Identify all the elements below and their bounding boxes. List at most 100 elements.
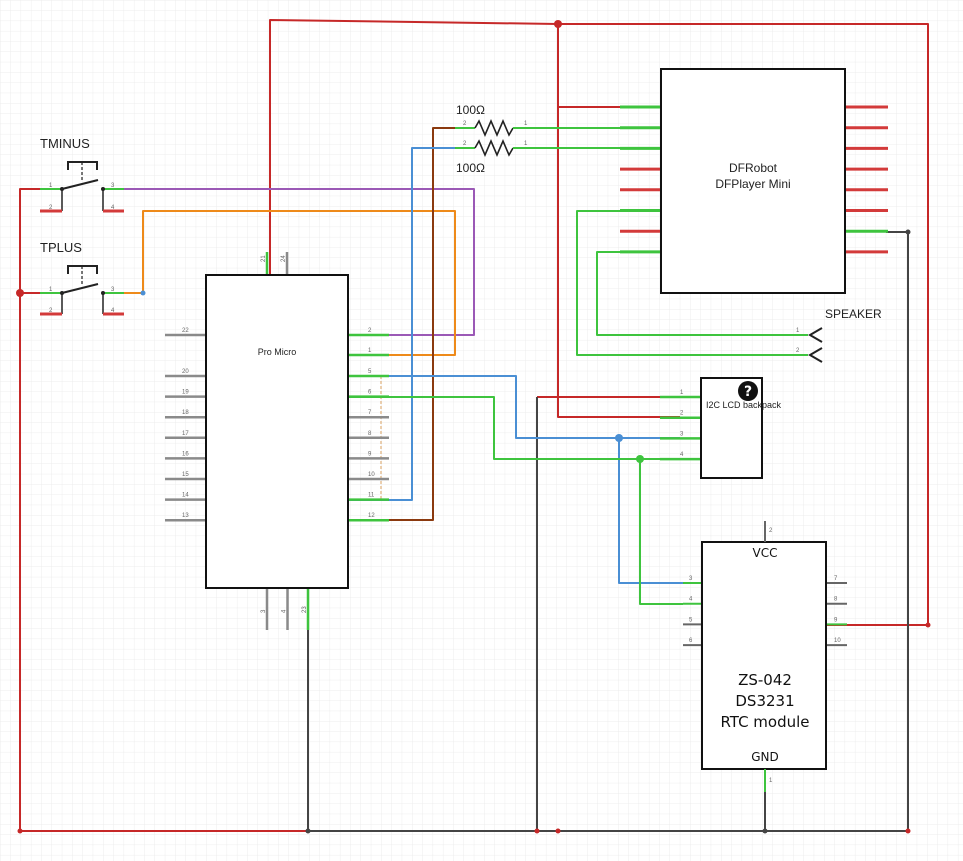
promicro-pin-number: 2 (368, 328, 372, 334)
rtc-pin-number: 8 (834, 597, 838, 603)
svg-text:1: 1 (49, 183, 53, 189)
svg-text:3: 3 (111, 287, 115, 293)
junction-dot (140, 290, 146, 296)
rtc-title-1: ZS-042 (738, 671, 792, 689)
promicro-pin-number: 9 (368, 451, 372, 457)
wire-tplus-tx1[interactable] (103, 210, 456, 356)
promicro-pin-number: 22 (182, 328, 189, 334)
lcd-title: I2C LCD backpack (706, 400, 782, 410)
svg-text:2: 2 (49, 205, 53, 211)
junction-dot (905, 229, 911, 235)
rtc-pin-number: 7 (834, 576, 838, 582)
promicro-pin-number: 7 (368, 410, 372, 416)
promicro-pin-number: 1 (368, 348, 372, 354)
lcd-pin-number: 4 (680, 452, 684, 458)
wire-d3-scl[interactable] (348, 396, 680, 460)
wire-sda-rtc[interactable] (618, 438, 683, 584)
svg-text:1: 1 (49, 287, 53, 293)
promicro-pin-number: 4 (282, 609, 288, 613)
promicro-pin-number: 5 (368, 369, 372, 375)
svg-text:1: 1 (769, 778, 773, 784)
svg-text:2: 2 (796, 348, 800, 354)
wire-vcc-top[interactable] (269, 19, 929, 626)
junction-dot (17, 828, 23, 834)
promicro-pin-number: 6 (368, 390, 372, 396)
question-icon: ? (738, 381, 758, 401)
junction-dot (534, 828, 540, 834)
rtc-vcc-top: VCC (753, 546, 778, 560)
resistor-r2-label: 100Ω (456, 161, 485, 175)
pro-micro-board[interactable]: RST22A3/D2120A2/D2019A1/D1918A0/D1817SCL… (165, 252, 389, 630)
switch-tminus-label: TMINUS (40, 136, 90, 151)
switch-tminus[interactable]: TMINUS 1 2 3 4 (40, 136, 124, 213)
junction-dot (905, 828, 911, 834)
svg-text:2: 2 (49, 308, 53, 314)
svg-text:2: 2 (769, 528, 773, 534)
promicro-pin-number: 14 (182, 493, 189, 499)
rtc-pin-number: 6 (689, 638, 693, 644)
switch-tplus-label: TPLUS (40, 240, 82, 255)
wire-vcc-lcd[interactable] (557, 107, 680, 418)
svg-text:1: 1 (796, 328, 800, 334)
junction-dot (925, 622, 931, 628)
promicro-pin-number: 8 (368, 431, 372, 437)
resistor-r1-label: 100Ω (456, 103, 485, 117)
svg-text:1: 1 (524, 141, 528, 147)
rtc-pin-number: 4 (689, 597, 693, 603)
promicro-pin-number: 10 (368, 472, 375, 478)
junction-dot (555, 828, 561, 834)
pro-micro-title: Pro Micro (258, 347, 297, 357)
svg-text:2: 2 (463, 121, 467, 127)
rtc-title-3: RTC module (720, 713, 809, 731)
svg-text:?: ? (744, 384, 752, 400)
speaker-connector[interactable]: SPEAKER 1 2 (796, 307, 882, 363)
switch-tplus[interactable]: TPLUS 1 2 3 4 (40, 240, 124, 316)
promicro-pin-number: 23 (302, 606, 308, 613)
promicro-pin-number: 11 (368, 493, 375, 499)
promicro-pin-number: 19 (182, 390, 189, 396)
svg-text:3: 3 (111, 183, 115, 189)
junction-dot (305, 828, 311, 834)
resistor-r1[interactable]: 100Ω 2 1 (455, 103, 540, 138)
rtc-module[interactable]: SDA3SCL4SQW532K6SCL7SDA8VCC9GND10 VCC GN… (683, 521, 847, 792)
svg-text:1: 1 (524, 121, 528, 127)
svg-text:2: 2 (463, 141, 467, 147)
svg-text:4: 4 (111, 308, 115, 314)
rtc-pin-number: 5 (689, 617, 693, 623)
lcd-pin-number: 2 (680, 411, 684, 417)
junction-dot (554, 20, 562, 28)
promicro-pin-number: 17 (182, 431, 189, 437)
promicro-pin-number: 18 (182, 410, 189, 416)
wire-d2-sda[interactable] (348, 375, 680, 439)
promicro-pin-number: 3 (261, 609, 267, 613)
dfplayer-module[interactable]: VCCRXTXDAC_RDAC_LSPK_1GNDSPK_2 BUSYUSB -… (620, 68, 888, 294)
junction-dot (16, 289, 24, 297)
rtc-pin-number: 10 (834, 638, 841, 644)
speaker-label: SPEAKER (825, 307, 882, 321)
promicro-pin-number: 15 (182, 472, 189, 478)
wire-d9-resistor[interactable] (348, 127, 475, 521)
rtc-pin-number: 3 (689, 576, 693, 582)
promicro-pin-number: 21 (261, 255, 267, 262)
rtc-title-2: DS3231 (735, 692, 794, 710)
promicro-pin-number: 13 (182, 513, 189, 519)
promicro-pin-number: 12 (368, 513, 375, 519)
dfplayer-title-2: DFPlayer Mini (715, 177, 790, 191)
lcd-backpack[interactable]: GND1VCC2SDA3SCL4 I2C LCD backpack ? (660, 377, 782, 479)
promicro-pin-number: 16 (182, 451, 189, 457)
lcd-pin-number: 3 (680, 431, 684, 437)
lcd-pin-number: 1 (680, 390, 684, 396)
wire-spk2[interactable] (596, 251, 808, 336)
promicro-pin-number: 24 (281, 255, 287, 262)
resistor-r2[interactable]: 100Ω 2 1 (455, 138, 540, 175)
wire-scl-rtc[interactable] (639, 459, 683, 605)
junction-dot (762, 828, 768, 834)
rtc-pin-number: 9 (834, 617, 838, 623)
dfplayer-title-1: DFRobot (729, 161, 778, 175)
promicro-pin-number: 20 (182, 369, 189, 375)
svg-text:4: 4 (111, 205, 115, 211)
junction-dot (615, 434, 623, 442)
wire-spk1[interactable] (576, 210, 808, 356)
